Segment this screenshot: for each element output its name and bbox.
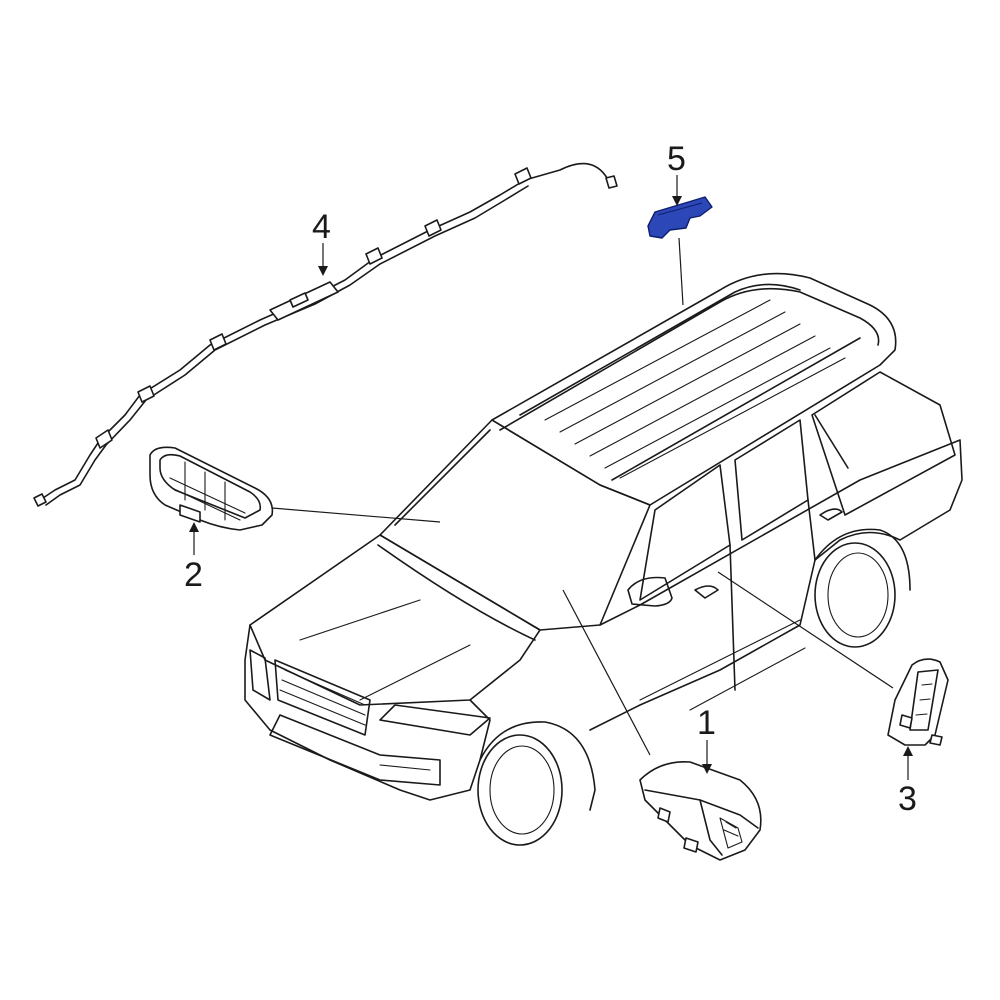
leader-1 (562, 589, 651, 756)
part-1-airbag-module[interactable] (639, 761, 762, 861)
callout-number-2: 2 (184, 556, 203, 594)
leader-lines (271, 237, 894, 756)
part-5-sensor-highlighted[interactable] (647, 196, 713, 239)
callout-number-3: 3 (898, 780, 917, 818)
callout-number-1: 1 (697, 704, 716, 742)
part-4-curtain-airbag[interactable] (33, 162, 618, 507)
leader-5 (678, 237, 684, 306)
callout-number-4: 4 (312, 208, 331, 246)
callout-number-5: 5 (667, 140, 686, 178)
part-3-seat-airbag[interactable] (887, 658, 949, 746)
callout-arrows (189, 175, 913, 780)
vehicle-illustration (244, 272, 963, 846)
leader-2 (271, 507, 441, 523)
part-2-passenger-airbag[interactable] (149, 446, 274, 531)
leader-3 (717, 571, 894, 689)
